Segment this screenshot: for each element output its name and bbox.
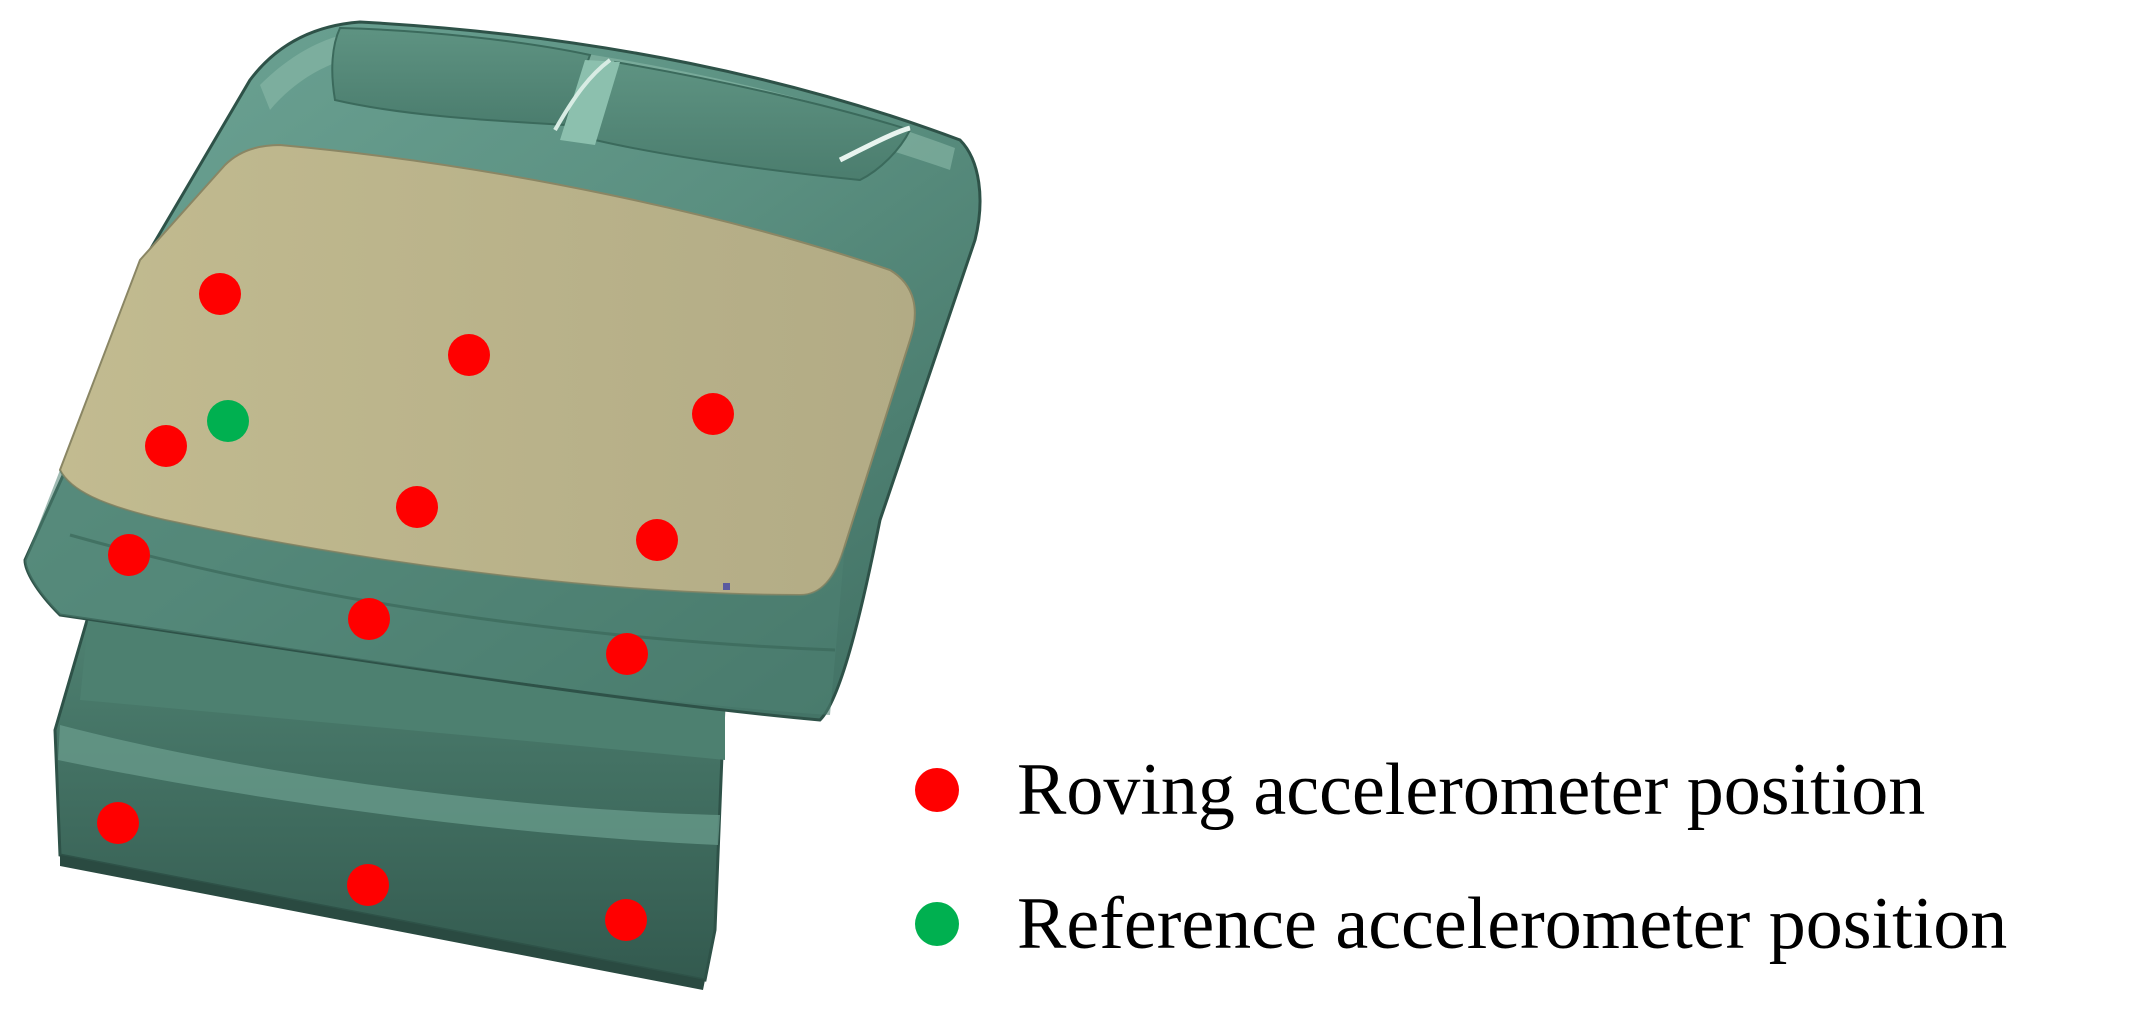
spoiler	[331, 26, 912, 182]
roving-marker	[97, 802, 139, 844]
reference-dot-icon	[915, 902, 959, 946]
roving-marker	[108, 534, 150, 576]
roving-marker	[348, 598, 390, 640]
reference-marker	[207, 400, 249, 442]
roving-marker	[396, 486, 438, 528]
accelerometer-markers	[97, 273, 734, 941]
roving-marker	[605, 899, 647, 941]
roving-marker	[448, 334, 490, 376]
roving-marker	[636, 519, 678, 561]
roving-dot-icon	[915, 768, 959, 812]
roving-marker	[199, 273, 241, 315]
glass-mark	[723, 583, 730, 590]
roving-marker	[606, 633, 648, 675]
roving-marker	[692, 393, 734, 435]
legend: Roving accelerometer position Reference …	[915, 735, 2115, 1003]
legend-reference-label: Reference accelerometer position	[1017, 883, 2008, 965]
legend-roving: Roving accelerometer position	[915, 735, 2115, 845]
legend-roving-label: Roving accelerometer position	[1017, 749, 1926, 831]
roving-marker	[347, 864, 389, 906]
legend-reference: Reference accelerometer position	[915, 869, 2115, 979]
roving-marker	[145, 425, 187, 467]
